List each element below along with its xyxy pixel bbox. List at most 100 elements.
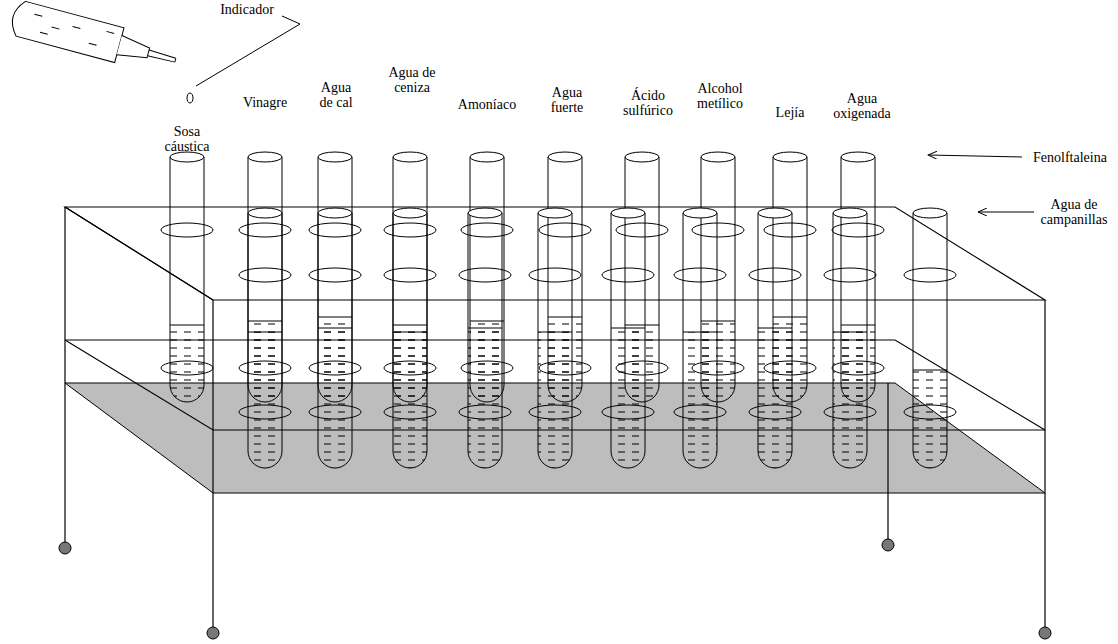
tube-mouth [393,208,427,218]
rack-hole [459,268,511,282]
rack-hole [602,268,654,282]
rack-hole [309,268,361,282]
tube-mouth [393,152,427,162]
rack-hole [161,223,213,237]
liquid-surface [393,325,427,326]
test-tube [161,152,213,402]
tube-liquid [833,332,867,468]
rack-hole [904,405,956,419]
tube-liquid [393,332,427,468]
callout-label: Fenolftaleina [1028,150,1112,165]
rack-hole [616,223,668,237]
tube-label: Sosa cáustica [159,124,215,154]
rack-hole [239,223,291,237]
drop [187,93,193,103]
tube-liquid [318,328,352,468]
tube-liquid [683,332,717,468]
liquid-surface [701,321,735,322]
test-tube [904,208,956,468]
rack-hole [529,268,581,282]
liquid-surface [773,317,807,318]
liquid-surface [625,325,659,326]
rack-hole [749,268,801,282]
liquid-surface [248,332,282,333]
tube-label: Lejía [765,105,815,120]
tube-mouth [683,208,717,218]
test-tube [459,208,511,468]
rack-hole [539,223,591,237]
rack-hole [309,223,361,237]
tube-label: Ácido sulfúrico [617,88,679,118]
tube-liquid [611,328,645,468]
tube-mouth [773,152,807,162]
test-tube [309,208,361,468]
tube-liquid [170,325,204,402]
liquid-surface [468,328,502,329]
liquid-surface [318,328,352,329]
indicator-dropper [8,0,180,78]
liquid-surface [318,317,352,318]
tube-glass [170,157,204,402]
callout-label: Agua de campanillas [1036,197,1112,227]
test-tube [384,208,436,468]
rack-hole [529,405,581,419]
tube-mouth [248,208,282,218]
tube-mouth [468,208,502,218]
tube-liquid [758,328,792,468]
rack-legs [65,207,1045,630]
liquid-surface [470,321,504,322]
rack-hole [764,223,816,237]
liquid-surface [758,328,792,329]
rack-hole [459,405,511,419]
liquid-surface [913,370,947,371]
test-tube [239,208,291,468]
rack-hole [384,223,436,237]
tube-label: Vinagre [235,95,295,110]
test-tube [824,208,876,468]
test-tubes [161,152,956,468]
rack-hole [602,405,654,419]
liquid-surface [548,317,582,318]
rack-frame [65,207,1045,430]
test-tube [602,208,654,468]
tube-liquid [468,328,502,468]
rack-hole [749,405,801,419]
rack-hole [824,405,876,419]
rack-hole [239,405,291,419]
leader-line [196,16,300,86]
liquid-surface [683,332,717,333]
rack-hole [674,405,726,419]
tube-mouth [625,152,659,162]
liquid-surface [841,325,875,326]
test-tube [529,208,581,468]
tube-liquid [538,332,572,468]
tube-mouth [548,152,582,162]
rack-hole [674,268,726,282]
tube-mouth [701,152,735,162]
rack-hole [384,268,436,282]
leg-feet [59,539,1051,639]
test-tube [674,208,726,468]
rack-hole [461,223,513,237]
tube-mouth [833,208,867,218]
rack-hole [824,268,876,282]
tube-mouth [841,152,875,162]
rack-hole [309,405,361,419]
tube-mouth [470,152,504,162]
rack-hole [384,405,436,419]
liquid-surface [393,332,427,333]
liquid-surface [538,332,572,333]
tube-mouth [611,208,645,218]
tube-mouth [758,208,792,218]
test-tube [749,208,801,468]
liquid-surface [611,328,645,329]
liquid-surface [833,332,867,333]
rack-hole [904,268,956,282]
rack-hole [239,268,291,282]
leader-arrow [978,212,1034,213]
tube-mouth [538,208,572,218]
liquid-surface [248,321,282,322]
tube-label: Alcohol metílico [692,81,748,111]
rack-hole [692,223,744,237]
